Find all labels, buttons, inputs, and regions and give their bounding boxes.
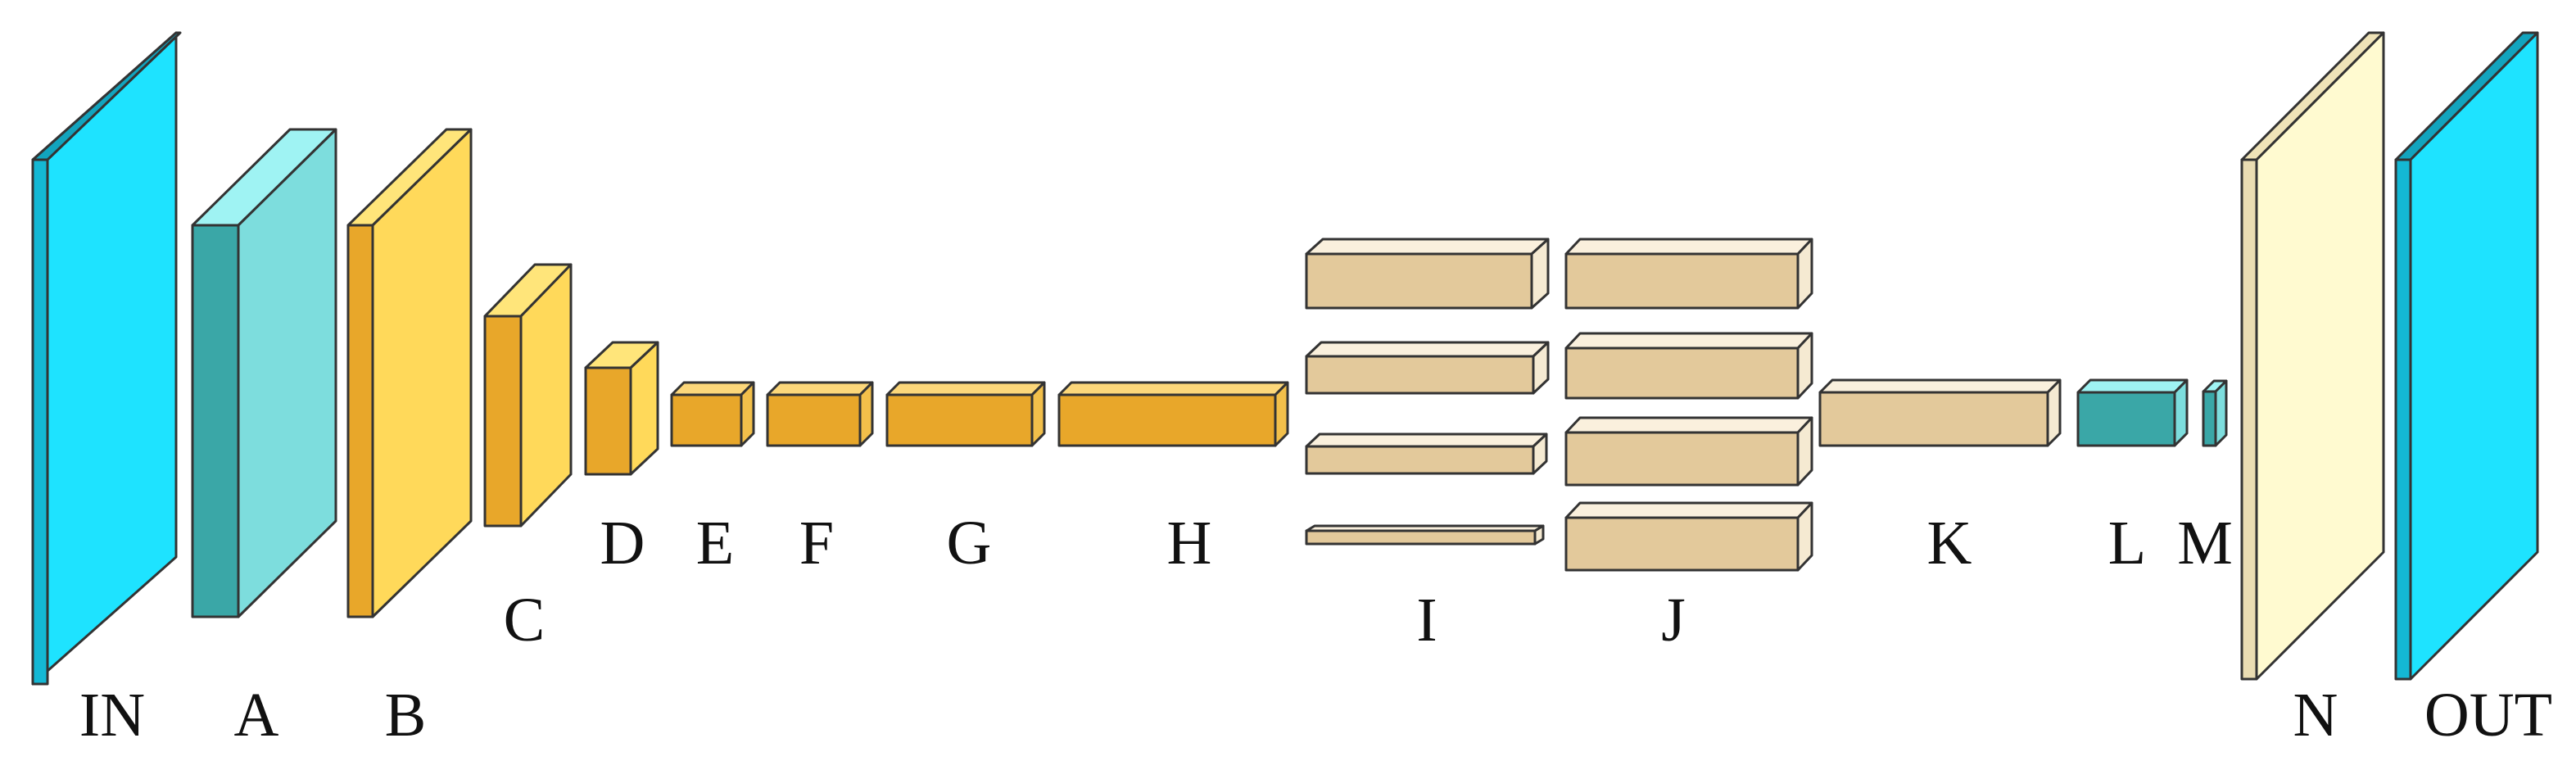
block-b	[346, 128, 473, 618]
block-i	[1305, 238, 1550, 546]
block-m	[2202, 379, 2228, 447]
block-in	[31, 31, 182, 686]
block-l	[2076, 378, 2189, 447]
label-b: B	[385, 681, 427, 750]
block-c	[483, 263, 573, 528]
block-k	[1818, 378, 2062, 447]
label-f: F	[799, 509, 834, 577]
label-c: C	[504, 586, 546, 654]
label-out: OUT	[2424, 681, 2552, 750]
block-f	[766, 381, 874, 447]
label-e: E	[696, 509, 734, 577]
block-h	[1057, 381, 1289, 447]
block-a	[191, 128, 337, 618]
label-in: IN	[79, 681, 145, 750]
block-g	[885, 381, 1046, 447]
block-out	[2394, 31, 2539, 681]
label-l: L	[2108, 509, 2146, 577]
label-n: N	[2293, 681, 2338, 750]
block-e	[670, 381, 755, 447]
block-d	[584, 341, 659, 476]
label-h: H	[1167, 509, 1212, 577]
label-k: K	[1927, 509, 1972, 577]
label-d: D	[600, 509, 645, 577]
label-m: M	[2177, 509, 2233, 577]
block-j	[1564, 238, 1813, 572]
label-j: J	[1661, 586, 1686, 654]
label-g: G	[947, 509, 992, 577]
label-a: A	[234, 681, 279, 750]
label-i: I	[1416, 586, 1437, 654]
block-n	[2240, 31, 2385, 681]
